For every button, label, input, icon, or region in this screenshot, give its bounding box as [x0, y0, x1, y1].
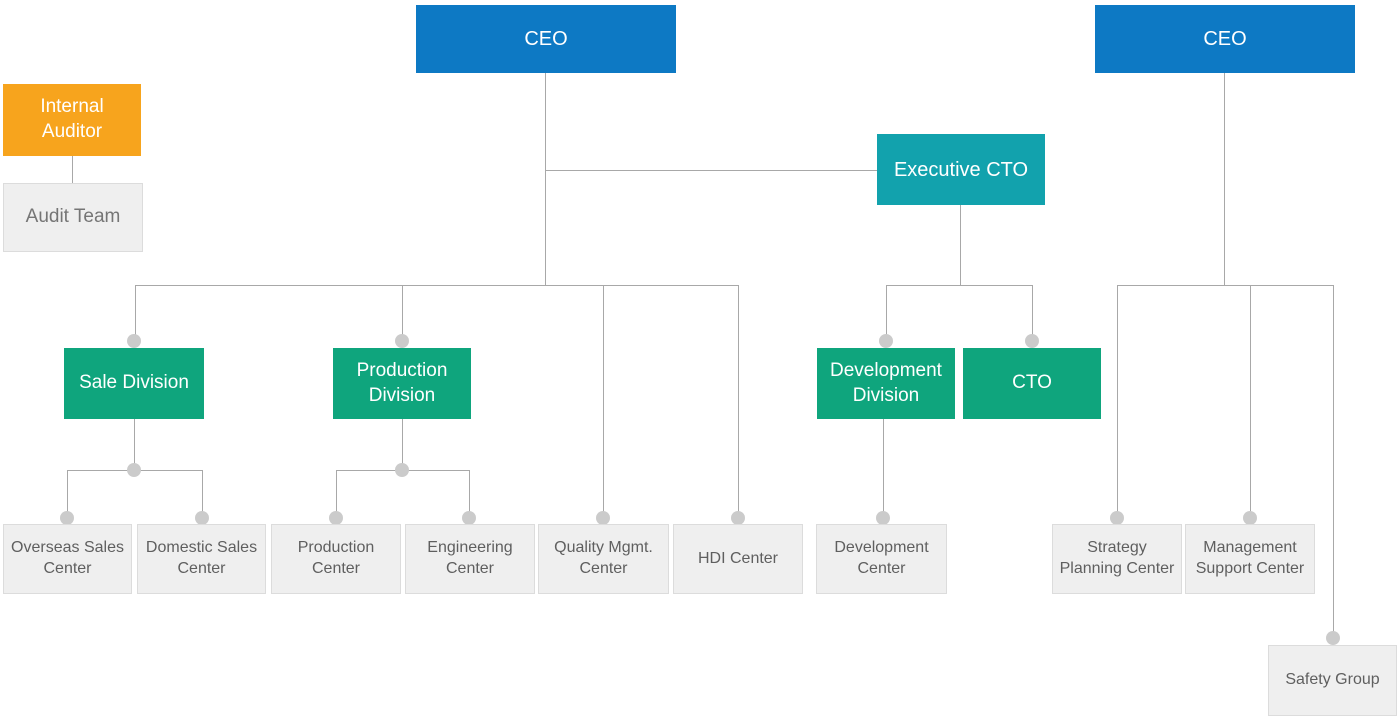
- node-development-center: Development Center: [816, 524, 947, 594]
- node-development-division: Development Division: [817, 348, 955, 419]
- node-label: Development Center: [834, 539, 929, 577]
- node-strategy-planning-center: Strategy Planning Center: [1052, 524, 1182, 594]
- connector-line: [72, 156, 73, 183]
- connector-line: [402, 285, 403, 345]
- node-hdi-center: HDI Center: [673, 524, 803, 594]
- node-production-division: Production Division: [333, 348, 471, 419]
- connector-line: [545, 73, 546, 285]
- node-safety-group: Safety Group: [1268, 645, 1397, 716]
- connector-line: [135, 285, 136, 345]
- connector-line: [135, 285, 738, 286]
- node-ceo-left: CEO: [416, 5, 676, 73]
- connector-dot: [329, 511, 343, 525]
- connector-line: [202, 470, 203, 521]
- connector-dot: [879, 334, 893, 348]
- node-label: Executive CTO: [893, 158, 1029, 181]
- connector-line: [960, 205, 961, 285]
- connector-dot: [1326, 631, 1340, 645]
- node-label: Management Support Center: [1195, 539, 1305, 577]
- connector-line: [336, 470, 337, 521]
- node-label: Safety Group: [1285, 671, 1380, 689]
- node-production-center: Production Center: [271, 524, 401, 594]
- node-label: Internal Auditor: [40, 96, 104, 142]
- node-label: HDI Center: [697, 549, 779, 567]
- connector-dot: [127, 463, 141, 477]
- connector-line: [886, 285, 1032, 286]
- node-ceo-right: CEO: [1095, 5, 1355, 73]
- node-label: Audit Team: [25, 206, 121, 228]
- node-quality-mgmt-center: Quality Mgmt. Center: [538, 524, 669, 594]
- connector-dot: [395, 463, 409, 477]
- node-sale-division: Sale Division: [64, 348, 204, 419]
- node-management-support-center: Management Support Center: [1185, 524, 1315, 594]
- connector-line: [738, 285, 739, 521]
- node-audit-team: Audit Team: [3, 183, 143, 252]
- connector-line: [886, 285, 887, 345]
- connector-line: [1117, 285, 1333, 286]
- connector-line: [603, 285, 604, 521]
- connector-dot: [195, 511, 209, 525]
- connector-dot: [1110, 511, 1124, 525]
- node-label: Strategy Planning Center: [1059, 539, 1175, 577]
- connector-line: [1032, 285, 1033, 345]
- node-label: Domestic Sales Center: [145, 539, 258, 577]
- node-cto: CTO: [963, 348, 1101, 419]
- node-label: Development Division: [830, 359, 942, 406]
- connector-line: [402, 419, 403, 470]
- node-internal-auditor: Internal Auditor: [3, 84, 141, 156]
- node-label: Sale Division: [79, 372, 189, 394]
- node-label: Overseas Sales Center: [11, 539, 124, 577]
- connector-dot: [1243, 511, 1257, 525]
- connector-line: [545, 170, 877, 171]
- connector-dot: [462, 511, 476, 525]
- connector-line: [1117, 285, 1118, 521]
- connector-dot: [60, 511, 74, 525]
- connector-line: [1250, 285, 1251, 521]
- connector-dot: [731, 511, 745, 525]
- connector-dot: [127, 334, 141, 348]
- node-label: Production Division: [356, 359, 448, 406]
- connector-line: [469, 470, 470, 521]
- connector-dot: [395, 334, 409, 348]
- node-label: Production Center: [297, 539, 375, 577]
- connector-dot: [596, 511, 610, 525]
- connector-line: [1224, 73, 1225, 285]
- node-engineering-center: Engineering Center: [405, 524, 535, 594]
- node-label: CTO: [1012, 372, 1052, 394]
- node-overseas-sales-center: Overseas Sales Center: [3, 524, 132, 594]
- node-label: Quality Mgmt. Center: [554, 539, 653, 577]
- connector-line: [883, 419, 884, 521]
- connector-line: [1333, 285, 1334, 641]
- node-label: CEO: [524, 28, 568, 50]
- node-executive-cto: Executive CTO: [877, 134, 1045, 205]
- connector-dot: [876, 511, 890, 525]
- node-label: Engineering Center: [427, 539, 513, 577]
- node-domestic-sales-center: Domestic Sales Center: [137, 524, 266, 594]
- node-label: CEO: [1203, 28, 1247, 50]
- connector-dot: [1025, 334, 1039, 348]
- connector-line: [134, 419, 135, 470]
- connector-line: [67, 470, 68, 521]
